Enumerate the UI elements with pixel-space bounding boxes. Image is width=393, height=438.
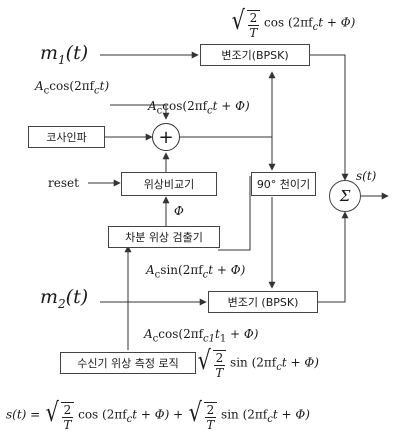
m2-label: m2(t) <box>40 286 89 311</box>
shifter-feedback-wire <box>218 176 251 251</box>
mod2-to-sum-wire <box>318 211 349 303</box>
receiver-logic-block: 수신기 위상 측정 로직 <box>60 352 196 374</box>
summer-node: Σ <box>329 180 361 212</box>
phase-comparator-block: 위상비교기 <box>121 172 217 196</box>
modulator2-block: 변조기 (BPSK) <box>208 291 318 313</box>
phase-shifter-block: 90° 천이기 <box>251 172 316 196</box>
mod1-to-sum-wire <box>310 54 349 181</box>
carrier-cos-t1-label: Accos(2πfc1t1 + Φ) <box>144 327 259 345</box>
carrier-cos-phi-label: Accos(2πfct + Φ) <box>148 99 250 117</box>
phi-label: Φ <box>174 204 184 218</box>
modulator1-block: 변조기(BPSK) <box>200 44 310 66</box>
output-label: s(t) <box>356 169 377 183</box>
m1-label: m1(t) <box>40 42 89 67</box>
carrier-cos-wire <box>110 104 170 120</box>
carrier-cos-label: Accos(2πfct) <box>35 79 110 97</box>
diff-phase-detector-block: 차분 위상 검출기 <box>108 226 220 248</box>
adder-node: + <box>152 123 180 151</box>
cosine-source-block: 코사인파 <box>28 126 105 148</box>
carrier-sin-phi-label: Acsin(2πfct + Φ) <box>146 263 246 281</box>
reset-label: reset <box>48 176 79 190</box>
